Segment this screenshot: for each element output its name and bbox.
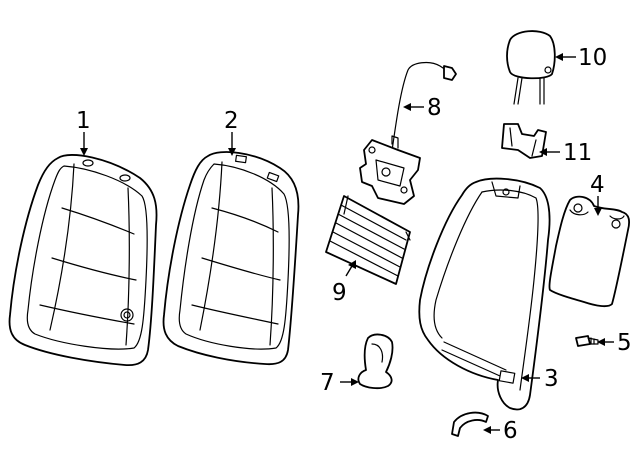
- part-8-frame-bracket-cable: [359, 61, 457, 205]
- callout-4: 4: [590, 172, 605, 198]
- part-5-screw: [575, 335, 599, 347]
- part-1-seat-back-cushion: [8, 154, 158, 367]
- part-3-seat-back-frame: [418, 177, 551, 411]
- callout-9: 9: [332, 280, 347, 306]
- callout-2: 2: [224, 108, 239, 134]
- leader-lines: [80, 53, 614, 434]
- callout-8: 8: [427, 95, 442, 121]
- part-11-headrest-guide: [501, 123, 547, 159]
- callout-5: 5: [617, 330, 632, 356]
- callout-10: 10: [578, 45, 607, 71]
- part-2-seat-back-cover: [162, 151, 300, 366]
- callout-1: 1: [76, 108, 91, 134]
- part-7-side-trim: [357, 333, 394, 390]
- part-9-lumbar-support: [325, 195, 411, 285]
- callout-7: 7: [320, 370, 335, 396]
- callout-3: 3: [544, 366, 559, 392]
- part-6-clip: [451, 411, 489, 437]
- part-4-back-panel: [548, 195, 630, 308]
- callout-labels: 1 2 3 4 5 6 7 8 9 10 11: [76, 45, 632, 444]
- callout-11: 11: [563, 140, 592, 166]
- callout-6: 6: [503, 418, 518, 444]
- part-10-headrest: [506, 30, 556, 105]
